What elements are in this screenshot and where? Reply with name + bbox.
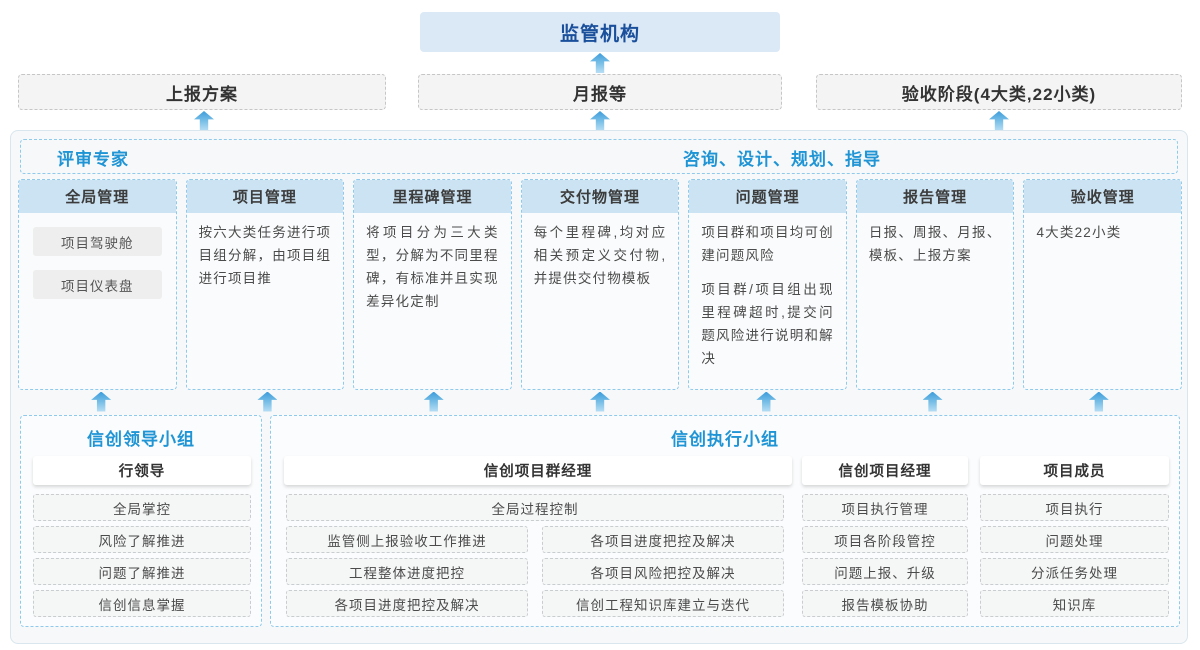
column-paragraph: 4大类22小类 [1036, 225, 1122, 240]
leadership-item: 全局掌控 [33, 494, 251, 521]
execution-group-title: 信创执行小组 [671, 430, 779, 449]
project-member-item: 知识库 [980, 590, 1169, 617]
up-arrow-icon [589, 391, 610, 412]
execution-group: 信创执行小组 信创项目群经理 全局过程控制 监管侧上报验收工作推进 工程整体进度… [270, 415, 1180, 627]
column-paragraph: 将项目分为三大类型，分解为不同里程碑，有标准并且实现差异化定制 [366, 225, 499, 309]
column-body: 按六大类任务进行项目组分解，由项目组进行项目推 [187, 213, 344, 291]
up-arrow-icon [91, 391, 112, 412]
arrow-slot [849, 391, 1015, 412]
arrow-slot [351, 391, 517, 412]
flow-box-acceptance-stage: 验收阶段(4大类,22小类) [816, 74, 1182, 110]
regulator-box: 监管机构 [420, 12, 780, 52]
column-paragraph: 按六大类任务进行项目组分解，由项目组进行项目推 [198, 225, 332, 286]
column-paragraph: 每个里程碑,均对应相关预定义交付物,并提供交付物模板 [533, 225, 667, 286]
arrow-slot [184, 391, 350, 412]
arrow-slot [1016, 391, 1182, 412]
leadership-group: 信创领导小组 行领导 全局掌控 风险了解推进 问题了解推进 信创信息掌握 [20, 415, 262, 627]
column-body: 4大类22小类 [1024, 213, 1181, 245]
flow-box-report-plan: 上报方案 [18, 74, 386, 110]
role-project-member: 项目成员 [980, 456, 1169, 485]
program-manager-item: 监管侧上报验收工作推进 [286, 526, 528, 553]
arrow-slot [517, 391, 683, 412]
management-columns: 全局管理 项目驾驶舱 项目仪表盘 项目管理 按六大类任务进行项目组分解，由项目组… [18, 179, 1183, 390]
arrow-slot [683, 391, 849, 412]
column-header: 报告管理 [856, 180, 1014, 213]
up-arrow-icon [989, 111, 1009, 131]
program-manager-item: 各项目风险把控及解决 [542, 558, 784, 585]
program-manager-item: 各项目进度把控及解决 [542, 526, 784, 553]
project-member-item: 问题处理 [980, 526, 1169, 553]
leadership-item: 信创信息掌握 [33, 590, 251, 617]
role-program-manager: 信创项目群经理 [284, 456, 792, 485]
column-body: 将项目分为三大类型，分解为不同里程碑，有标准并且实现差异化定制 [354, 213, 511, 314]
flow-box-label: 上报方案 [166, 84, 238, 104]
column-paragraph: 日报、周报、月报、模板、上报方案 [868, 225, 1002, 263]
up-arrow-icon [590, 111, 610, 131]
column-header: 验收管理 [1024, 180, 1182, 213]
column-milestone-management: 里程碑管理 将项目分为三大类型，分解为不同里程碑，有标准并且实现差异化定制 [353, 179, 512, 390]
up-arrow-icon [423, 391, 444, 412]
column-header: 全局管理 [19, 180, 176, 213]
up-arrow-icon [756, 391, 777, 412]
column-header: 交付物管理 [521, 180, 679, 213]
column-issue-management: 问题管理 项目群和项目均可创建问题风险 项目群/项目组出现里程碑超时,提交问题风… [688, 179, 847, 390]
column-body: 项目群和项目均可创建问题风险 项目群/项目组出现里程碑超时,提交问题风险进行说明… [689, 213, 846, 371]
flow-box-label: 月报等 [573, 84, 627, 104]
column-paragraph: 项目群和项目均可创建问题风险 [701, 225, 834, 263]
expert-bar: 评审专家 咨询、设计、规划、指导 [20, 139, 1178, 174]
column-body: 日报、周报、月报、模板、上报方案 [857, 213, 1014, 268]
column-header: 问题管理 [689, 180, 846, 213]
program-manager-item: 信创工程知识库建立与迭代 [542, 590, 784, 617]
column-arrow-row [18, 391, 1182, 412]
column-acceptance-management: 验收管理 4大类22小类 [1023, 179, 1183, 390]
pill-project-cockpit: 项目驾驶舱 [33, 227, 162, 256]
leadership-group-title: 信创领导小组 [87, 430, 195, 449]
column-header: 项目管理 [186, 180, 344, 213]
column-body: 每个里程碑,均对应相关预定义交付物,并提供交付物模板 [522, 213, 679, 291]
program-manager-item: 工程整体进度把控 [286, 558, 528, 585]
project-manager-item: 项目各阶段管控 [802, 526, 968, 553]
pill-project-dashboard: 项目仪表盘 [33, 270, 162, 299]
project-member-item: 项目执行 [980, 494, 1169, 521]
role-bank-leaders: 行领导 [33, 456, 251, 485]
up-arrow-icon [922, 391, 943, 412]
leadership-item: 风险了解推进 [33, 526, 251, 553]
column-paragraph: 项目群/项目组出现里程碑超时,提交问题风险进行说明和解决 [701, 281, 834, 366]
project-member-item: 分派任务处理 [980, 558, 1169, 585]
project-manager-item: 项目执行管理 [802, 494, 968, 521]
flow-box-monthly-report: 月报等 [418, 74, 782, 110]
role-project-manager: 信创项目经理 [802, 456, 968, 485]
column-header: 里程碑管理 [354, 180, 511, 213]
project-manager-item: 报告模板协助 [802, 590, 968, 617]
program-manager-item: 各项目进度把控及解决 [286, 590, 528, 617]
project-manager-item: 问题上报、升级 [802, 558, 968, 585]
consulting-design-label: 咨询、设计、规划、指导 [683, 150, 881, 169]
review-experts-label: 评审专家 [57, 150, 129, 169]
column-report-management: 报告管理 日报、周报、月报、模板、上报方案 [855, 179, 1015, 390]
up-arrow-icon [1088, 391, 1109, 412]
flow-box-label: 验收阶段(4大类,22小类) [901, 84, 1097, 104]
program-manager-item: 全局过程控制 [286, 494, 784, 521]
up-arrow-icon [257, 391, 278, 412]
leadership-item: 问题了解推进 [33, 558, 251, 585]
column-project-management: 项目管理 按六大类任务进行项目组分解，由项目组进行项目推 [185, 179, 345, 390]
regulator-label: 监管机构 [559, 23, 640, 45]
arrow-slot [18, 391, 184, 412]
column-deliverable-management: 交付物管理 每个里程碑,均对应相关预定义交付物,并提供交付物模板 [520, 179, 680, 390]
up-arrow-icon [194, 111, 214, 131]
column-global-management: 全局管理 项目驾驶舱 项目仪表盘 [18, 179, 177, 390]
up-arrow-icon [590, 53, 610, 73]
